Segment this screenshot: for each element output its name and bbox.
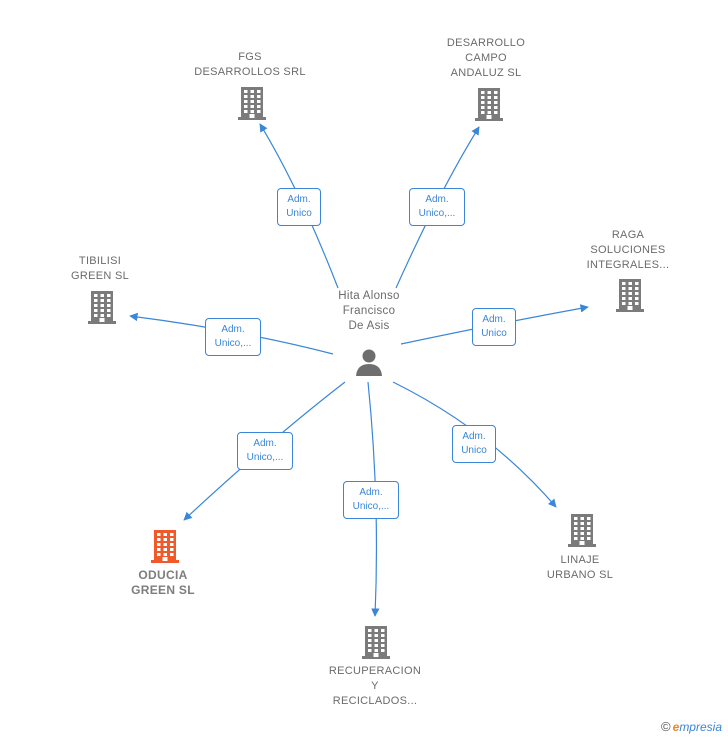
relation-label-line: Unico — [461, 445, 487, 456]
company-recuperacion[interactable] — [360, 624, 392, 660]
company-linaje[interactable] — [566, 512, 598, 548]
company-name-line: Y — [371, 680, 379, 692]
company-name-line: DESARROLLO — [446, 37, 526, 49]
relation-label-line: Unico,... — [246, 452, 284, 463]
company-name-line: ANDALUZ SL — [450, 67, 522, 79]
relation-label-fgs[interactable]: Adm. Unico — [277, 188, 321, 226]
relation-label-line: Unico,... — [214, 338, 252, 349]
company-name-recuperacion[interactable]: RECUPERACION Y RECICLADOS... — [295, 664, 455, 709]
relation-label-recuperacion[interactable]: Adm. Unico,... — [343, 481, 399, 519]
company-name-line: RAGA — [611, 229, 645, 241]
company-name-line: URBANO SL — [546, 569, 614, 581]
building-icon — [362, 626, 390, 659]
building-icon — [616, 279, 644, 312]
copyright-icon: © — [661, 719, 671, 734]
company-name-line: RECUPERACION — [328, 665, 422, 677]
company-name-line: RECICLADOS... — [332, 695, 418, 707]
company-oducia[interactable] — [149, 528, 181, 564]
relation-label-line: Adm. — [425, 194, 449, 205]
company-raga[interactable] — [614, 277, 646, 313]
company-name-line: GREEN SL — [131, 583, 195, 597]
building-icon — [238, 87, 266, 120]
company-name-line: ODUCIA — [138, 568, 188, 582]
relation-label-tibilisi[interactable]: Adm. Unico,... — [205, 318, 261, 356]
relation-label-oducia[interactable]: Adm. Unico,... — [237, 432, 293, 470]
person-icon[interactable] — [354, 347, 384, 377]
relation-label-line: Adm. — [482, 314, 506, 325]
company-name-line: SOLUCIONES — [590, 244, 666, 256]
relation-label-line: Adm. — [287, 194, 311, 205]
building-icon — [88, 291, 116, 324]
person-name-line: Hita Alonso — [338, 290, 400, 302]
company-name-fgs[interactable]: FGS DESARROLLOS SRL — [170, 50, 330, 80]
company-name-line: GREEN SL — [70, 270, 130, 282]
relation-label-line: Unico,... — [418, 208, 456, 219]
person-name-line: De Asis — [348, 320, 390, 332]
company-fgs[interactable] — [236, 85, 268, 121]
company-name-raga[interactable]: RAGA SOLUCIONES INTEGRALES... — [548, 228, 708, 273]
building-icon — [475, 88, 503, 121]
company-name-desarrollo[interactable]: DESARROLLO CAMPO ANDALUZ SL — [406, 36, 566, 81]
company-name-tibilisi[interactable]: TIBILISI GREEN SL — [20, 254, 180, 284]
relation-label-line: Unico,... — [352, 501, 390, 512]
company-name-line: DESARROLLOS SRL — [194, 66, 306, 78]
company-name-line: FGS — [238, 51, 262, 63]
relation-label-line: Unico — [286, 208, 312, 219]
building-icon — [568, 514, 596, 547]
company-name-line: TIBILISI — [78, 255, 122, 267]
relation-label-line: Adm. — [253, 438, 277, 449]
company-name-line: INTEGRALES... — [586, 259, 670, 271]
relation-label-line: Adm. — [462, 431, 486, 442]
company-name-line: CAMPO — [465, 52, 507, 64]
company-name-linaje[interactable]: LINAJE URBANO SL — [500, 553, 660, 583]
company-name-line: LINAJE — [560, 554, 600, 566]
relation-label-linaje[interactable]: Adm. Unico — [452, 425, 496, 463]
relation-label-raga[interactable]: Adm. Unico — [472, 308, 516, 346]
company-desarrollo[interactable] — [473, 86, 505, 122]
brand-initial: e — [672, 720, 680, 734]
person-name-line: Francisco — [342, 305, 396, 317]
company-tibilisi[interactable] — [86, 289, 118, 325]
building-icon — [151, 530, 179, 563]
relation-label-line: Adm. — [221, 324, 245, 335]
watermark: ©empresia — [661, 719, 722, 734]
relation-label-line: Adm. — [359, 487, 383, 498]
relation-label-line: Unico — [481, 328, 507, 339]
brand-name: mpresia — [679, 720, 722, 734]
relation-label-desarrollo[interactable]: Adm. Unico,... — [409, 188, 465, 226]
